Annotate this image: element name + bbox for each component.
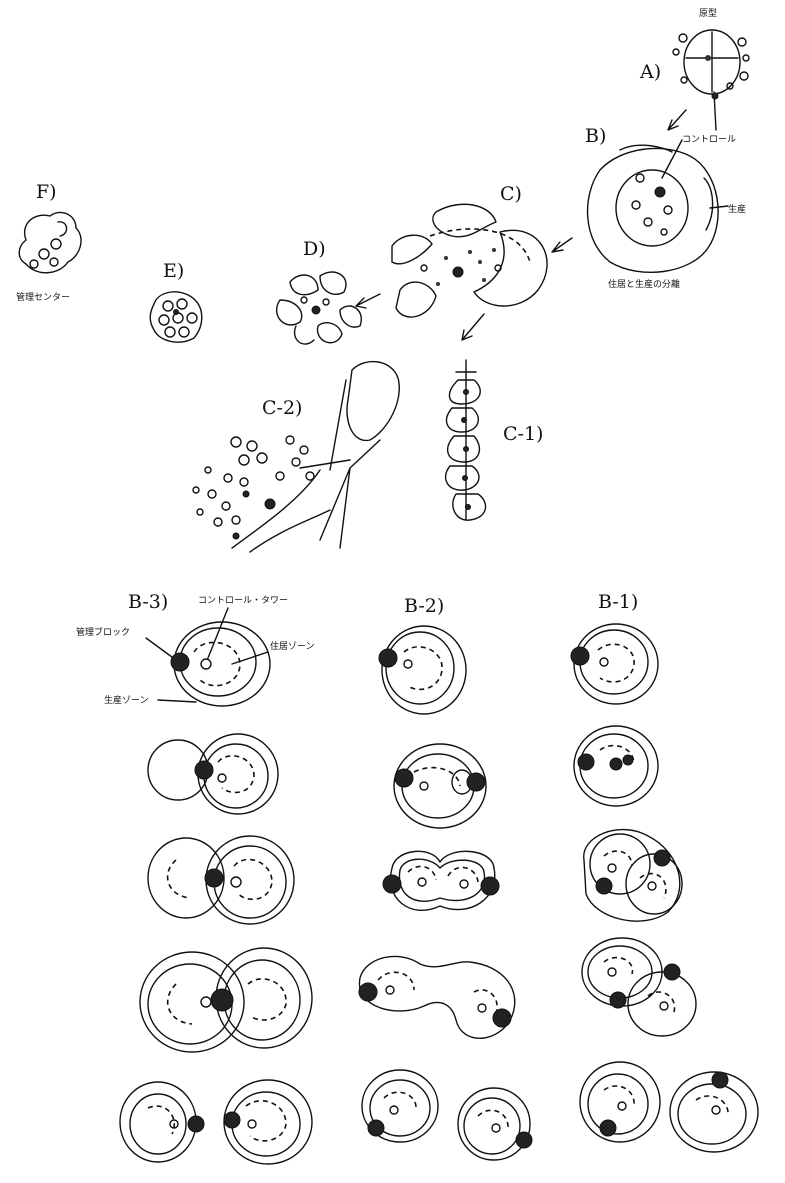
stage-d-label: D)	[303, 238, 326, 260]
production-zone-b	[588, 148, 719, 272]
arrow-a-to-b	[668, 110, 686, 130]
b2-unit-5	[362, 1070, 532, 1160]
control-tower-note: コントロール・タワー	[198, 595, 288, 606]
stage-b-label: B)	[585, 125, 606, 147]
b1-unit-2	[574, 726, 658, 806]
stage-e-label: E)	[163, 260, 184, 282]
residential-zone-note: 住居ゾーン	[270, 640, 315, 652]
stage-c: C)	[392, 183, 547, 317]
control-note: コントロール	[682, 135, 736, 145]
production-note: 生産	[728, 203, 746, 215]
column-b2-label: B-2)	[404, 595, 444, 617]
stage-f-label: F)	[36, 181, 57, 203]
separation-note: 住居と生産の分離	[608, 278, 680, 290]
production-zone-note: 生産ゾーン	[104, 694, 149, 706]
stage-a-label: A)	[639, 61, 661, 83]
prototype-note: 原型	[699, 8, 717, 19]
b1-unit-1	[571, 624, 658, 704]
b2-unit-1	[379, 626, 466, 714]
b3-unit-5	[120, 1080, 312, 1164]
stage-c1-label: C-1)	[503, 423, 543, 445]
column-b3-label: B-3)	[128, 591, 168, 613]
b2-unit-2	[394, 744, 486, 828]
stage-f-management-center: F) 管理センター	[16, 181, 81, 303]
stage-c1-linear: C-1)	[446, 360, 544, 520]
stage-c2-label: C-2)	[262, 397, 302, 419]
b3-unit-4	[140, 948, 312, 1052]
management-block-leader	[146, 638, 176, 660]
b3-unit-3	[148, 836, 294, 924]
arrow-c-to-d	[356, 294, 380, 308]
control-tower-leader	[208, 608, 228, 658]
production-zone-leader	[158, 700, 196, 702]
b3-unit-1	[171, 622, 270, 706]
b1-unit-4	[582, 938, 696, 1036]
stage-c-production-ring	[474, 230, 547, 306]
stage-e-compact: E)	[150, 260, 202, 342]
management-center-note: 管理センター	[16, 291, 70, 303]
stage-b-separation: B) コントロール 生産 住居と生産の分離	[585, 125, 746, 290]
stage-d-cluster: D)	[277, 238, 362, 344]
b2-unit-4	[359, 956, 515, 1038]
b1-unit-3	[584, 830, 682, 922]
column-b1-label: B-1)	[598, 591, 638, 613]
b2-unit-3	[383, 851, 499, 910]
b3-unit-2	[148, 734, 278, 814]
arrow-c-to-c1	[462, 314, 484, 340]
stage-c2-branching: C-2)	[193, 362, 399, 552]
management-block-note: 管理ブロック	[76, 626, 130, 638]
stage-a-prototype: 原型 A)	[639, 8, 749, 130]
b1-unit-5	[580, 1062, 758, 1152]
arrow-b-to-c	[552, 238, 572, 252]
stage-c-label: C)	[500, 183, 522, 205]
